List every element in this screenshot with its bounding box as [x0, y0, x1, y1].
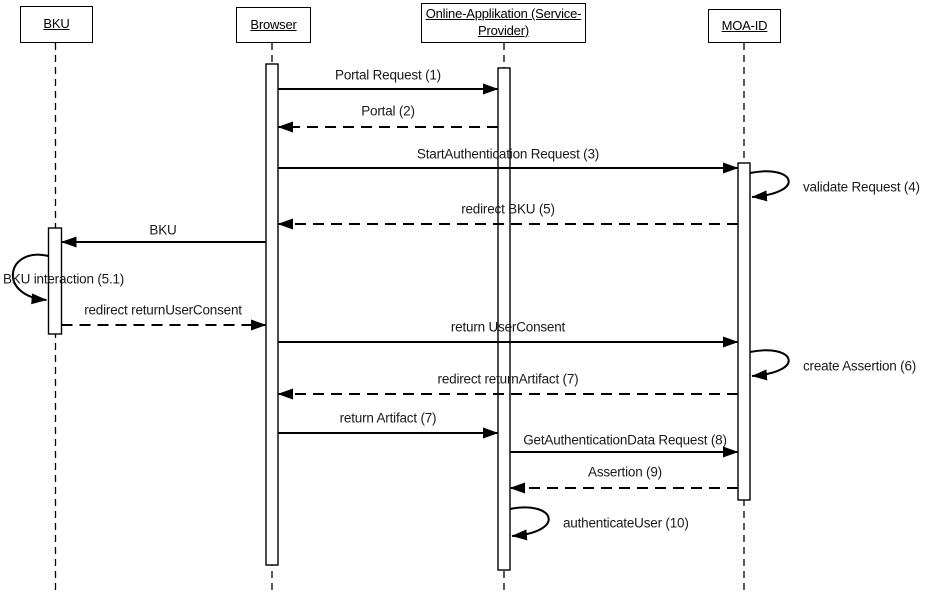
message-label-8: redirect returnUserConsent	[84, 303, 242, 318]
actor-box-browser: Browser	[236, 7, 311, 43]
message-label-11: redirect returnArtifact (7)	[438, 372, 579, 387]
message-label-5: redirect BKU (5)	[461, 202, 555, 217]
message-label-7: BKU interaction (5.1)	[3, 272, 124, 287]
actor-box-moa_id: MOA-ID	[708, 9, 781, 43]
activation-bar-moa_id	[737, 162, 751, 501]
message-label-1: Portal Request (1)	[335, 68, 441, 83]
self-loop-message-10	[749, 349, 790, 381]
activation-bar-browser	[265, 63, 279, 566]
message-label-6: BKU	[149, 223, 176, 238]
actor-label: BKU	[43, 16, 70, 32]
actor-label: MOA-ID	[721, 17, 768, 33]
self-loop-message-7	[11, 253, 49, 305]
actor-label: Provider)	[478, 23, 529, 38]
message-label-15: authenticateUser (10)	[563, 516, 689, 531]
activation-bar-bku	[47, 227, 63, 335]
message-label-4: validate Request (4)	[803, 180, 920, 195]
message-label-2: Portal (2)	[361, 104, 415, 119]
actor-box-online_app: Online-Applikation (Service-Provider)	[421, 3, 586, 43]
actor-box-bku: BKU	[20, 6, 93, 43]
actor-label: Online-Applikation (Service-	[425, 6, 582, 22]
message-label-12: return Artifact (7)	[340, 411, 437, 426]
actor-label: Browser	[250, 16, 297, 32]
message-label-3: StartAuthentication Request (3)	[417, 147, 599, 162]
message-label-10: create Assertion (6)	[803, 359, 916, 374]
message-label-14: Assertion (9)	[588, 465, 662, 480]
message-label-9: return UserConsent	[451, 320, 566, 335]
self-loop-message-4	[749, 170, 790, 202]
self-loop-message-15	[509, 506, 550, 541]
activation-bar-online_app	[497, 67, 511, 571]
message-label-13: GetAuthenticationData Request (8)	[523, 433, 727, 448]
